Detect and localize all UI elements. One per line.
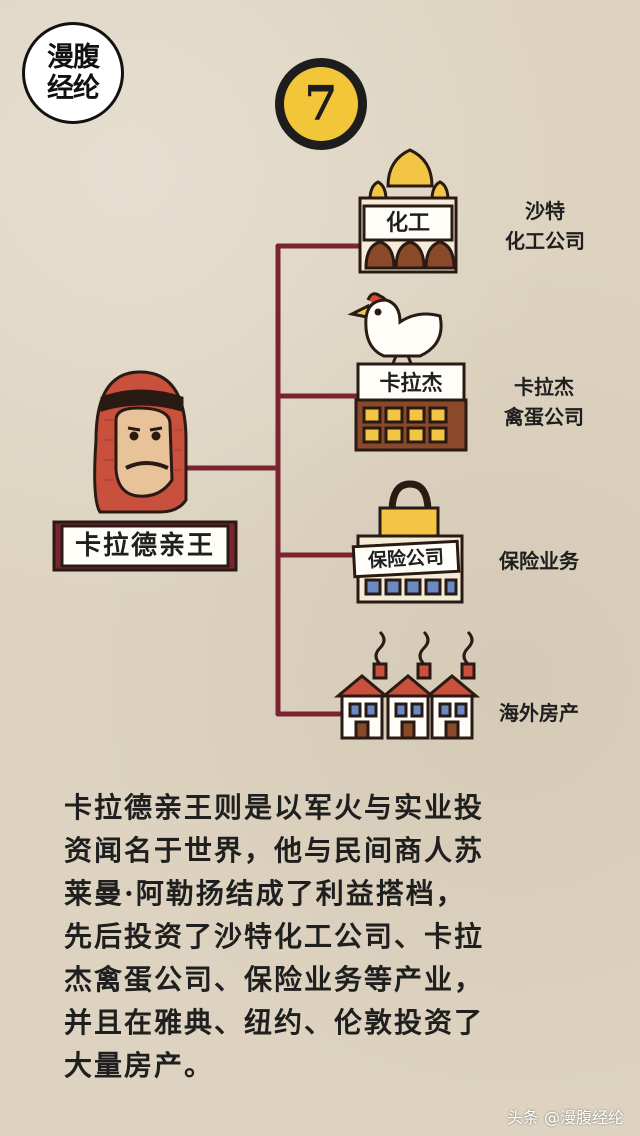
chemical-building-icon xyxy=(358,148,458,274)
step-badge: 7 xyxy=(275,58,367,150)
branch-1-label: 沙特 化工公司 xyxy=(490,196,600,256)
branch-3-sign: 保险公司 xyxy=(367,546,445,572)
description-paragraph: 卡拉德亲王则是以军火与实业投 资闻名于世界，他与民间商人苏 莱曼·阿勒扬结成了利… xyxy=(64,791,485,1082)
branch-4-label-line1: 海外房产 xyxy=(499,701,579,725)
watermark: 头条 @漫腹经纶 xyxy=(506,1108,624,1127)
tree-connectors xyxy=(177,243,365,717)
logo-line-1: 漫腹 xyxy=(47,42,100,73)
branch-2-label: 卡拉杰 禽蛋公司 xyxy=(494,372,594,432)
branch-3-label-line1: 保险业务 xyxy=(499,549,579,573)
branch-1-label-line2: 化工公司 xyxy=(505,229,585,253)
branch-1-label-line1: 沙特 xyxy=(525,199,565,223)
step-number: 7 xyxy=(304,76,338,132)
branch-2-label-line2: 禽蛋公司 xyxy=(504,405,584,429)
chicken-icon xyxy=(347,292,443,367)
branch-4-label: 海外房产 xyxy=(484,698,594,728)
branch-3-label: 保险业务 xyxy=(484,546,594,576)
egg-company-building-icon xyxy=(354,362,468,452)
brand-logo: 漫腹 经纶 xyxy=(22,22,124,124)
name-plate xyxy=(52,520,238,572)
branch-2-sign: 卡拉杰 xyxy=(379,370,443,395)
root-name-label: 卡拉德亲王 xyxy=(74,531,215,561)
insurance-building-icon xyxy=(351,534,464,604)
branch-2-label-line1: 卡拉杰 xyxy=(514,375,574,399)
logo-line-2: 经纶 xyxy=(47,73,100,104)
prince-figure-icon xyxy=(93,370,188,514)
houses-icon xyxy=(333,630,481,740)
branch-1-sign: 化工 xyxy=(385,210,430,236)
